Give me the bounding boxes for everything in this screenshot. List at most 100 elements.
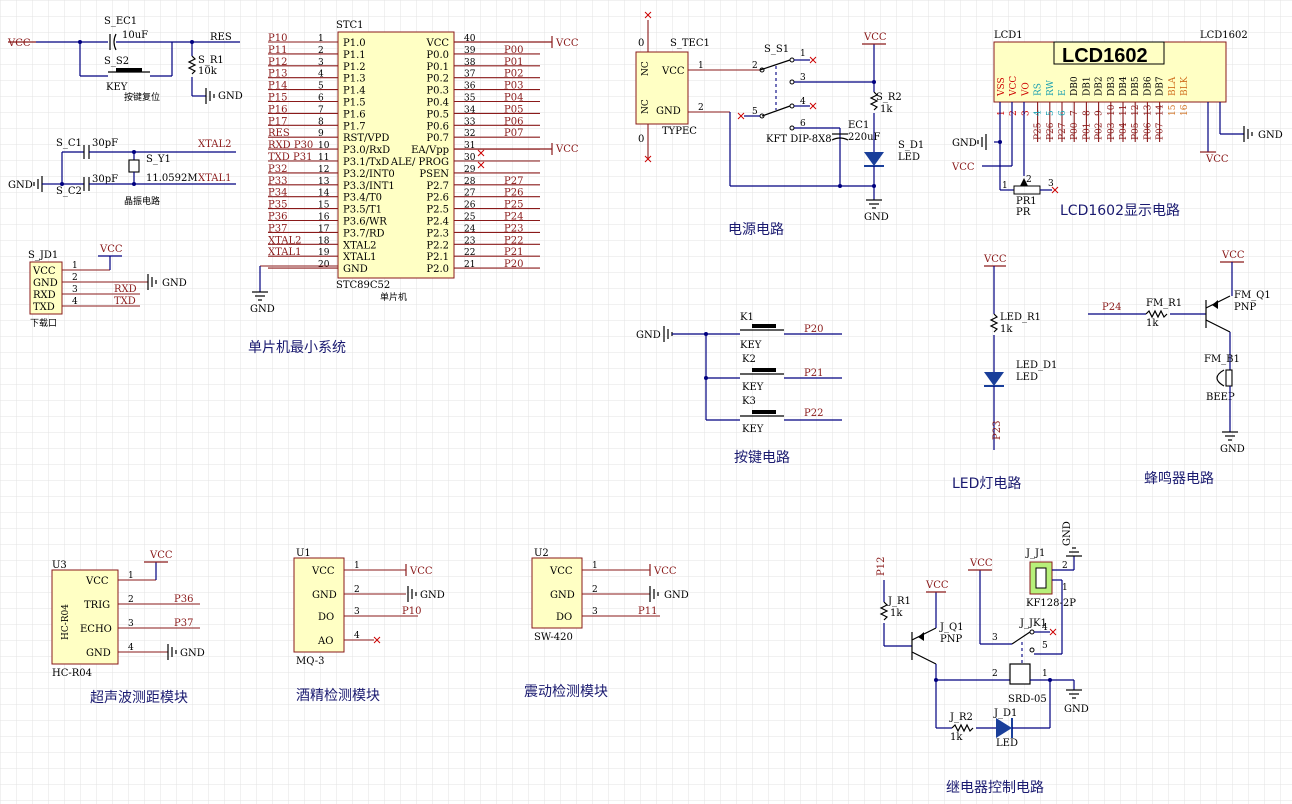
mcu-right-pin-number: 23 [464, 236, 476, 246]
mcu-right-net-label: P21 [504, 247, 523, 258]
relay-r2-ref: J_R2 [949, 712, 973, 723]
key-k3-ref: K3 [742, 396, 756, 407]
power-port-nc-2: NC [641, 99, 651, 114]
power-sw-num-1: 1 [800, 49, 806, 59]
mcu-right-pin-number: 24 [464, 224, 476, 234]
buzzer-q-type: PNP [1234, 302, 1256, 313]
lcd-net-label: P27 [1058, 122, 1068, 140]
lcd-pin-label: DB1 [1082, 76, 1092, 96]
mq-pin-ao: AO [317, 636, 333, 647]
buzzer-circuit: VCC P24 FM_R1 1k FM_Q1 PNP FM_B1 BEEP GN… [1088, 250, 1271, 455]
relay-num-4: 4 [1042, 623, 1048, 633]
mcu-right-net-label: P20 [504, 259, 523, 270]
reset-switch-type: KEY [106, 82, 128, 93]
mcu-right-pin-number: 39 [464, 46, 476, 56]
caption-relay: 继电器控制电路 [946, 780, 1044, 796]
mcu-left-pin-number: 7 [318, 105, 324, 115]
reset-net-label: RES [210, 32, 232, 43]
us-num-4: 4 [128, 643, 134, 653]
mcu-right-pin-number: 37 [464, 70, 476, 80]
relay-num-3: 3 [992, 633, 998, 643]
lcd-pin-number: 14 [1156, 104, 1166, 116]
relay-coil-num-1: 1 [1042, 669, 1048, 679]
mq-num-3: 3 [354, 607, 360, 617]
mcu-ea-vcc-label: VCC [555, 144, 579, 155]
mcu-right-pin-number: 35 [464, 94, 476, 104]
us-gnd-label: GND [180, 648, 205, 659]
buzzer-ref: FM_B1 [1204, 354, 1240, 365]
mcu-right-net-label: P23 [504, 223, 523, 234]
power-sw-num-6: 6 [800, 119, 806, 129]
sw-vcc-label: VCC [653, 566, 677, 577]
download-ref: S_JD1 [28, 250, 58, 261]
lcd-pin-number: 8 [1082, 110, 1092, 116]
mcu-right-pin-number: 40 [464, 34, 476, 44]
caption-buzzer: 蜂鸣器电路 [1144, 470, 1214, 487]
led-res-ref: LED_R1 [1000, 312, 1041, 323]
mcu-right-net-label: P22 [504, 235, 523, 246]
mq-part: MQ-3 [296, 656, 325, 667]
mcu-right-pin-label: P0.2 [426, 74, 449, 85]
key-k2: K2 KEY P21 [706, 354, 842, 393]
mcu-part-number: STC89C52 [336, 280, 390, 291]
crystal-c1-value: 30pF [92, 138, 118, 149]
power-port-num-1: 1 [698, 61, 704, 71]
mcu-left-pin-label: P1.2 [343, 62, 366, 73]
lcd-vcc-label: VCC [951, 162, 975, 173]
mq-vcc-label: VCC [409, 566, 433, 577]
power-gnd-label: GND [864, 212, 889, 223]
sw-gnd-label: GND [664, 590, 689, 601]
mcu-right-pin-label: P2.4 [426, 217, 449, 228]
download-port: S_JD1 VCC GND RXD TXD 1 2 3 4 VCC GND RX… [28, 244, 187, 329]
mcu-right-pin-label: P0.4 [426, 98, 449, 109]
mcu-left-pin-label: P1.6 [343, 109, 366, 120]
mcu-left-pin-label: P3.3/INT1 [343, 181, 395, 192]
mcu-left-pin-number: 4 [318, 70, 324, 80]
mcu-right-pin-label: PSEN [419, 169, 449, 180]
mcu-left-pin-number: 3 [318, 58, 324, 68]
relay-vcc2-label: VCC [969, 558, 993, 569]
power-sw-num-5: 5 [752, 107, 758, 117]
download-pin-txd: TXD [33, 302, 55, 313]
relay-d-ref: J_D1 [993, 708, 1017, 719]
caption-keys: 按键电路 [734, 450, 790, 466]
lcd-net-label: P26 [1046, 122, 1056, 140]
buzzer-gnd-label: GND [1220, 444, 1245, 455]
relay-circuit: P12 J_R1 1k J_Q1 PNP VCC 2 1 GND SRD-05 … [876, 521, 1089, 749]
mcu-left-pin-number: 19 [318, 248, 330, 258]
us-num-3: 3 [128, 619, 134, 629]
crystal-c1-ref: S_C1 [56, 138, 82, 149]
mcu-right-pin-number: 28 [464, 177, 476, 187]
buzzer-res-ref: FM_R1 [1146, 298, 1182, 309]
mcu-right-pin-label: P2.0 [426, 264, 449, 275]
relay-r1-ref: J_R1 [887, 596, 911, 607]
mcu-left-pin-label: RST/VPD [343, 133, 389, 144]
sw-num-2: 2 [592, 585, 598, 595]
buzzer-net: P24 [1102, 302, 1121, 313]
us-pin-trig: TRIG [84, 600, 110, 611]
key-k1-type: KEY [740, 340, 762, 351]
power-port-num-2: 2 [698, 103, 704, 113]
lcd-pin-label: DB0 [1070, 76, 1080, 96]
lcd-pin-number: 1 [997, 110, 1007, 116]
power-port-pin-vcc: VCC [661, 66, 685, 77]
mcu-right-pin-label: P0.5 [426, 109, 449, 120]
lcd-net-label: P01 [1082, 122, 1092, 140]
mcu-left-net-label: P16 [268, 104, 287, 115]
us-pin-gnd: GND [86, 648, 111, 659]
mcu-right-pin-label: P2.2 [426, 240, 449, 251]
power-switch-type: KFT DIP-8X8 [766, 134, 832, 145]
lcd-pin-label: BLA [1168, 76, 1178, 96]
mcu-left-net-label: P11 [268, 45, 287, 56]
download-num-1: 1 [72, 261, 78, 271]
mcu-left-pin-label: GND [343, 264, 368, 275]
lcd-pin-number: 4 [1034, 110, 1044, 116]
lcd-pin-label: DB5 [1131, 76, 1141, 96]
relay-j-num-2: 2 [1062, 561, 1068, 571]
led-net: P23 [992, 421, 1003, 440]
lcd-pin-number: 7 [1070, 110, 1080, 116]
mcu-left-net-label: P33 [268, 176, 287, 187]
mcu-right-pin-number: 30 [464, 153, 476, 163]
download-num-2: 2 [72, 273, 78, 283]
